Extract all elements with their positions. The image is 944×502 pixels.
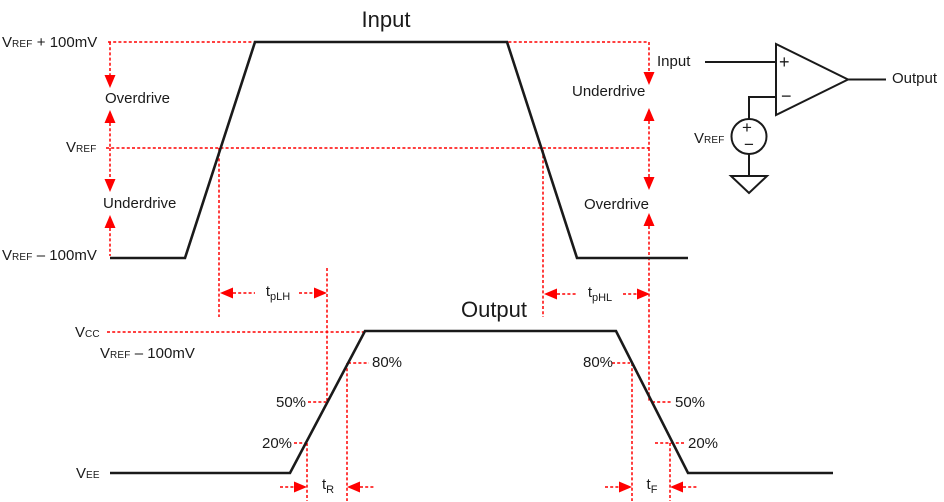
arrow-left-icon	[347, 481, 360, 493]
overdrive-underdrive-arrows-left	[104, 42, 116, 256]
tplh-dimension-arrow	[220, 287, 327, 299]
overdrive-right-label: Overdrive	[584, 196, 650, 213]
tphl-dimension-arrow	[544, 288, 650, 300]
input-title: Input	[361, 7, 411, 32]
underdrive-right-label: Underdrive	[572, 83, 646, 100]
arrow-down-icon	[104, 75, 116, 88]
arrow-left-icon	[544, 288, 557, 300]
rise-20pct-label: 20%	[262, 435, 293, 452]
vcc-level-label: VCC	[75, 324, 100, 341]
vref-level-label: VREF	[66, 139, 97, 156]
arrow-down-icon	[643, 72, 655, 85]
fall-80pct-label: 80%	[583, 354, 614, 371]
tr-dimension-arrow	[280, 481, 374, 493]
tf-label: tF	[646, 476, 658, 496]
arrow-right-icon	[637, 288, 650, 300]
inverting-input-wire	[748, 96, 776, 119]
underdrive-left-label: Underdrive	[103, 195, 177, 212]
overdrive-left-label: Overdrive	[105, 90, 171, 107]
comparator-schematic	[705, 42, 886, 195]
arrow-right-icon	[314, 287, 327, 299]
arrow-right-icon	[294, 481, 307, 493]
noninverting-plus-sign: +	[779, 52, 790, 72]
arrow-down-icon	[643, 177, 655, 190]
ground-symbol-icon	[728, 175, 770, 195]
overdrive-underdrive-arrows-right	[643, 42, 655, 402]
tplh-label: tpLH	[265, 283, 291, 303]
schematic-output-label: Output	[892, 70, 938, 87]
rise-80pct-label: 80%	[372, 354, 403, 371]
input-waveform	[110, 40, 688, 260]
output-title: Output	[460, 297, 528, 322]
source-minus-sign: −	[744, 135, 754, 154]
opamp-triangle-icon	[775, 42, 851, 117]
tphl-label: tpHL	[587, 284, 613, 304]
schematic-vref-label: VREF	[694, 130, 725, 147]
rise-50pct-label: 50%	[276, 394, 307, 411]
schematic-input-label: Input	[657, 53, 691, 70]
input-high-level-label: VREF + 100mV	[2, 34, 98, 51]
arrow-up-icon	[104, 215, 116, 228]
source-plus-sign: +	[742, 118, 752, 137]
arrow-up-icon	[643, 213, 655, 226]
arrow-left-icon	[670, 481, 683, 493]
tf-dimension-arrow	[605, 481, 697, 493]
inverting-minus-sign: −	[781, 86, 792, 106]
output-waveform	[110, 329, 833, 475]
red-annotations	[104, 41, 697, 501]
arrow-up-icon	[643, 108, 655, 121]
arrow-up-icon	[104, 110, 116, 123]
fall-50pct-label: 50%	[675, 394, 706, 411]
arrow-left-icon	[220, 287, 233, 299]
arrow-right-icon	[619, 481, 632, 493]
tr-label: tR	[321, 476, 335, 496]
fall-20pct-label: 20%	[688, 435, 719, 452]
vee-level-label: VEE	[76, 465, 100, 482]
output-vref-minus-label: VREF – 100mV	[100, 345, 195, 362]
input-low-level-label: VREF – 100mV	[2, 247, 97, 264]
arrow-down-icon	[104, 179, 116, 192]
